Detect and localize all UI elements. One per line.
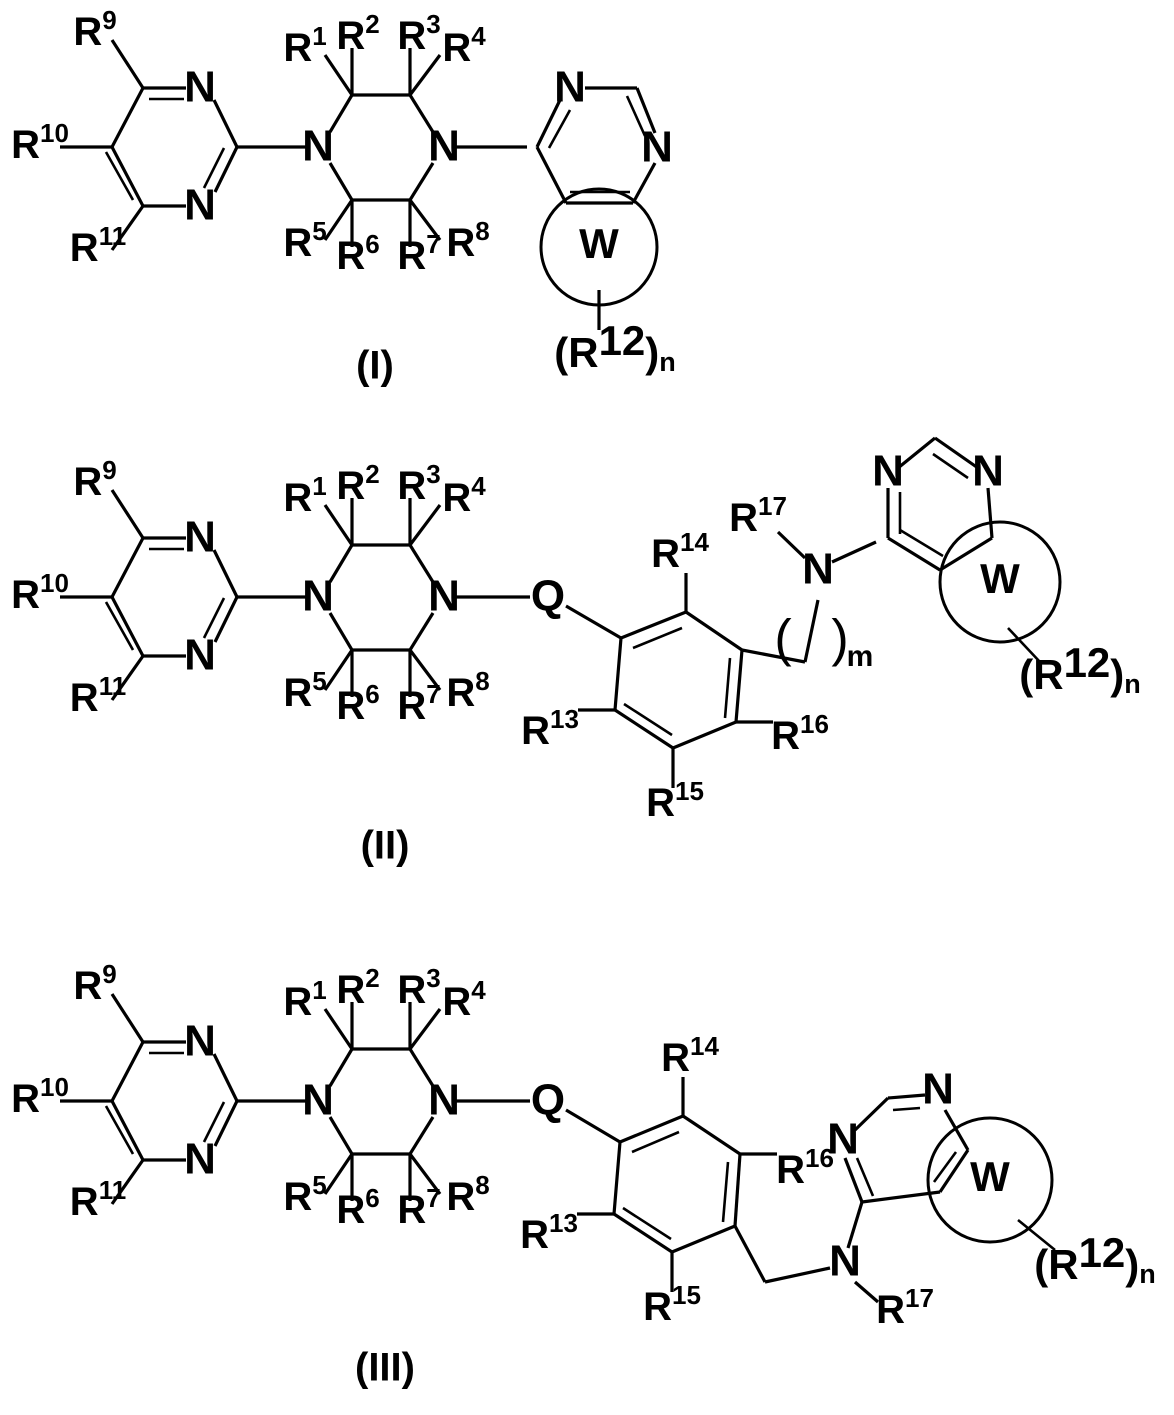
substituent-r7: R7 [397, 679, 440, 728]
atom-n-piperazine-right: N [428, 1076, 460, 1125]
substituent-r13: R13 [521, 704, 579, 753]
ring-label-w: W [970, 1153, 1010, 1200]
atom-n-right-pyrimidine-right: N [972, 447, 1004, 496]
substituent-r12: (R12)n [1034, 1229, 1156, 1289]
atom-n-right-pyrimidine-top: N [922, 1065, 954, 1114]
substituent-r9: R9 [73, 455, 116, 504]
substituent-r7: R7 [397, 1183, 440, 1232]
piperazine-ring [323, 498, 530, 697]
atom-q-linker: Q [531, 572, 565, 621]
atom-n-right-pyrimidine-left: N [872, 447, 904, 496]
substituent-r14: R14 [651, 527, 709, 576]
substituent-r13: R13 [520, 1208, 578, 1257]
atom-n-pyrimidine-top: N [184, 63, 216, 112]
substituent-r1: R1 [283, 471, 326, 520]
substituent-r1: R1 [283, 21, 326, 70]
atom-n-right-pyrimidine-top: N [554, 63, 586, 112]
substituent-r11: R11 [70, 1175, 126, 1224]
piperazine-ring [323, 1002, 530, 1201]
formula-label-2: (II) [361, 824, 410, 868]
substituent-r5: R5 [283, 1170, 326, 1219]
substituent-r14: R14 [661, 1031, 719, 1080]
substituent-r3: R3 [397, 459, 440, 508]
pyrimidine-ring-right [831, 436, 1062, 663]
substituent-r8: R8 [446, 1170, 489, 1219]
structure-3-diagram: N N R9 R10 R11 N [11, 959, 1156, 1390]
pyrimidine-ring-left [60, 489, 308, 701]
substituent-r16: R16 [771, 709, 829, 758]
substituent-r1: R1 [283, 975, 326, 1024]
atom-n-pyrimidine-bottom: N [184, 181, 216, 230]
substituent-r9: R9 [73, 959, 116, 1008]
substituent-r2: R2 [336, 963, 379, 1012]
atom-n-amine: N [829, 1237, 861, 1286]
benzene-ring [565, 1077, 831, 1292]
substituent-r5: R5 [283, 216, 326, 265]
pyrimidine-ring-left [60, 993, 308, 1205]
atom-n-pyrimidine-top: N [184, 513, 216, 562]
formula-label-1: (I) [356, 344, 394, 388]
atom-n-right-pyrimidine-right: N [641, 123, 673, 172]
chain-repeat-count-m: m [847, 640, 874, 673]
substituent-r3: R3 [397, 9, 440, 58]
atom-n-piperazine-left: N [302, 122, 334, 171]
substituent-r17: R17 [729, 491, 787, 540]
atom-n-piperazine-left: N [302, 1076, 334, 1125]
atom-n-piperazine-right: N [428, 572, 460, 621]
substituent-r15: R15 [643, 1280, 701, 1329]
substituent-r8: R8 [446, 216, 489, 265]
substituent-r4: R4 [442, 21, 486, 70]
atom-n-piperazine-right: N [428, 122, 460, 171]
atom-n-amine: N [802, 545, 834, 594]
substituent-r6: R6 [336, 229, 379, 278]
formula-label-3: (III) [355, 1346, 415, 1390]
substituent-r16: R16 [776, 1143, 834, 1192]
pyrimidine-ring-right [843, 1093, 1056, 1252]
substituent-r10: R10 [11, 1072, 69, 1121]
pyrimidine-ring-left [60, 39, 308, 251]
structure-1-diagram: N N R9 R10 R11 [11, 5, 676, 388]
structure-2-diagram: N N R9 R10 R11 [11, 436, 1141, 868]
substituent-r6: R6 [336, 1183, 379, 1232]
substituent-r12: (R12)n [1019, 639, 1141, 699]
substituent-r17: R17 [876, 1283, 934, 1332]
ring-w-circle [938, 520, 1062, 644]
benzene-ring [565, 573, 820, 788]
atom-n-pyrimidine-bottom: N [184, 1135, 216, 1184]
substituent-r2: R2 [336, 459, 379, 508]
atom-q-linker: Q [531, 1076, 565, 1125]
substituent-r4: R4 [442, 975, 486, 1024]
substituent-r9: R9 [73, 5, 116, 54]
substituent-r5: R5 [283, 666, 326, 715]
atom-n-pyrimidine-bottom: N [184, 631, 216, 680]
atom-n-pyrimidine-top: N [184, 1017, 216, 1066]
substituent-r15: R15 [646, 776, 704, 825]
substituent-r3: R3 [397, 963, 440, 1012]
substituent-r12: (R12)n [554, 317, 676, 377]
substituent-r10: R10 [11, 118, 69, 167]
ring-label-w: W [980, 555, 1020, 602]
atom-n-piperazine-left: N [302, 572, 334, 621]
atom-n-right-pyrimidine-left: N [827, 1115, 859, 1164]
substituent-r7: R7 [397, 229, 440, 278]
substituent-r2: R2 [336, 9, 379, 58]
substituent-r10: R10 [11, 568, 69, 617]
ring-w-circle [926, 1116, 1054, 1244]
substituent-r6: R6 [336, 679, 379, 728]
substituent-r11: R11 [70, 221, 126, 270]
pyrimidine-ring-right [535, 86, 659, 330]
substituent-r8: R8 [446, 666, 489, 715]
ring-label-w: W [579, 220, 619, 267]
piperazine-ring [323, 48, 527, 247]
substituent-r11: R11 [70, 671, 126, 720]
chain-paren-open: ( [774, 610, 792, 668]
substituent-r4: R4 [442, 471, 486, 520]
chain-paren-close: ) [831, 610, 848, 668]
